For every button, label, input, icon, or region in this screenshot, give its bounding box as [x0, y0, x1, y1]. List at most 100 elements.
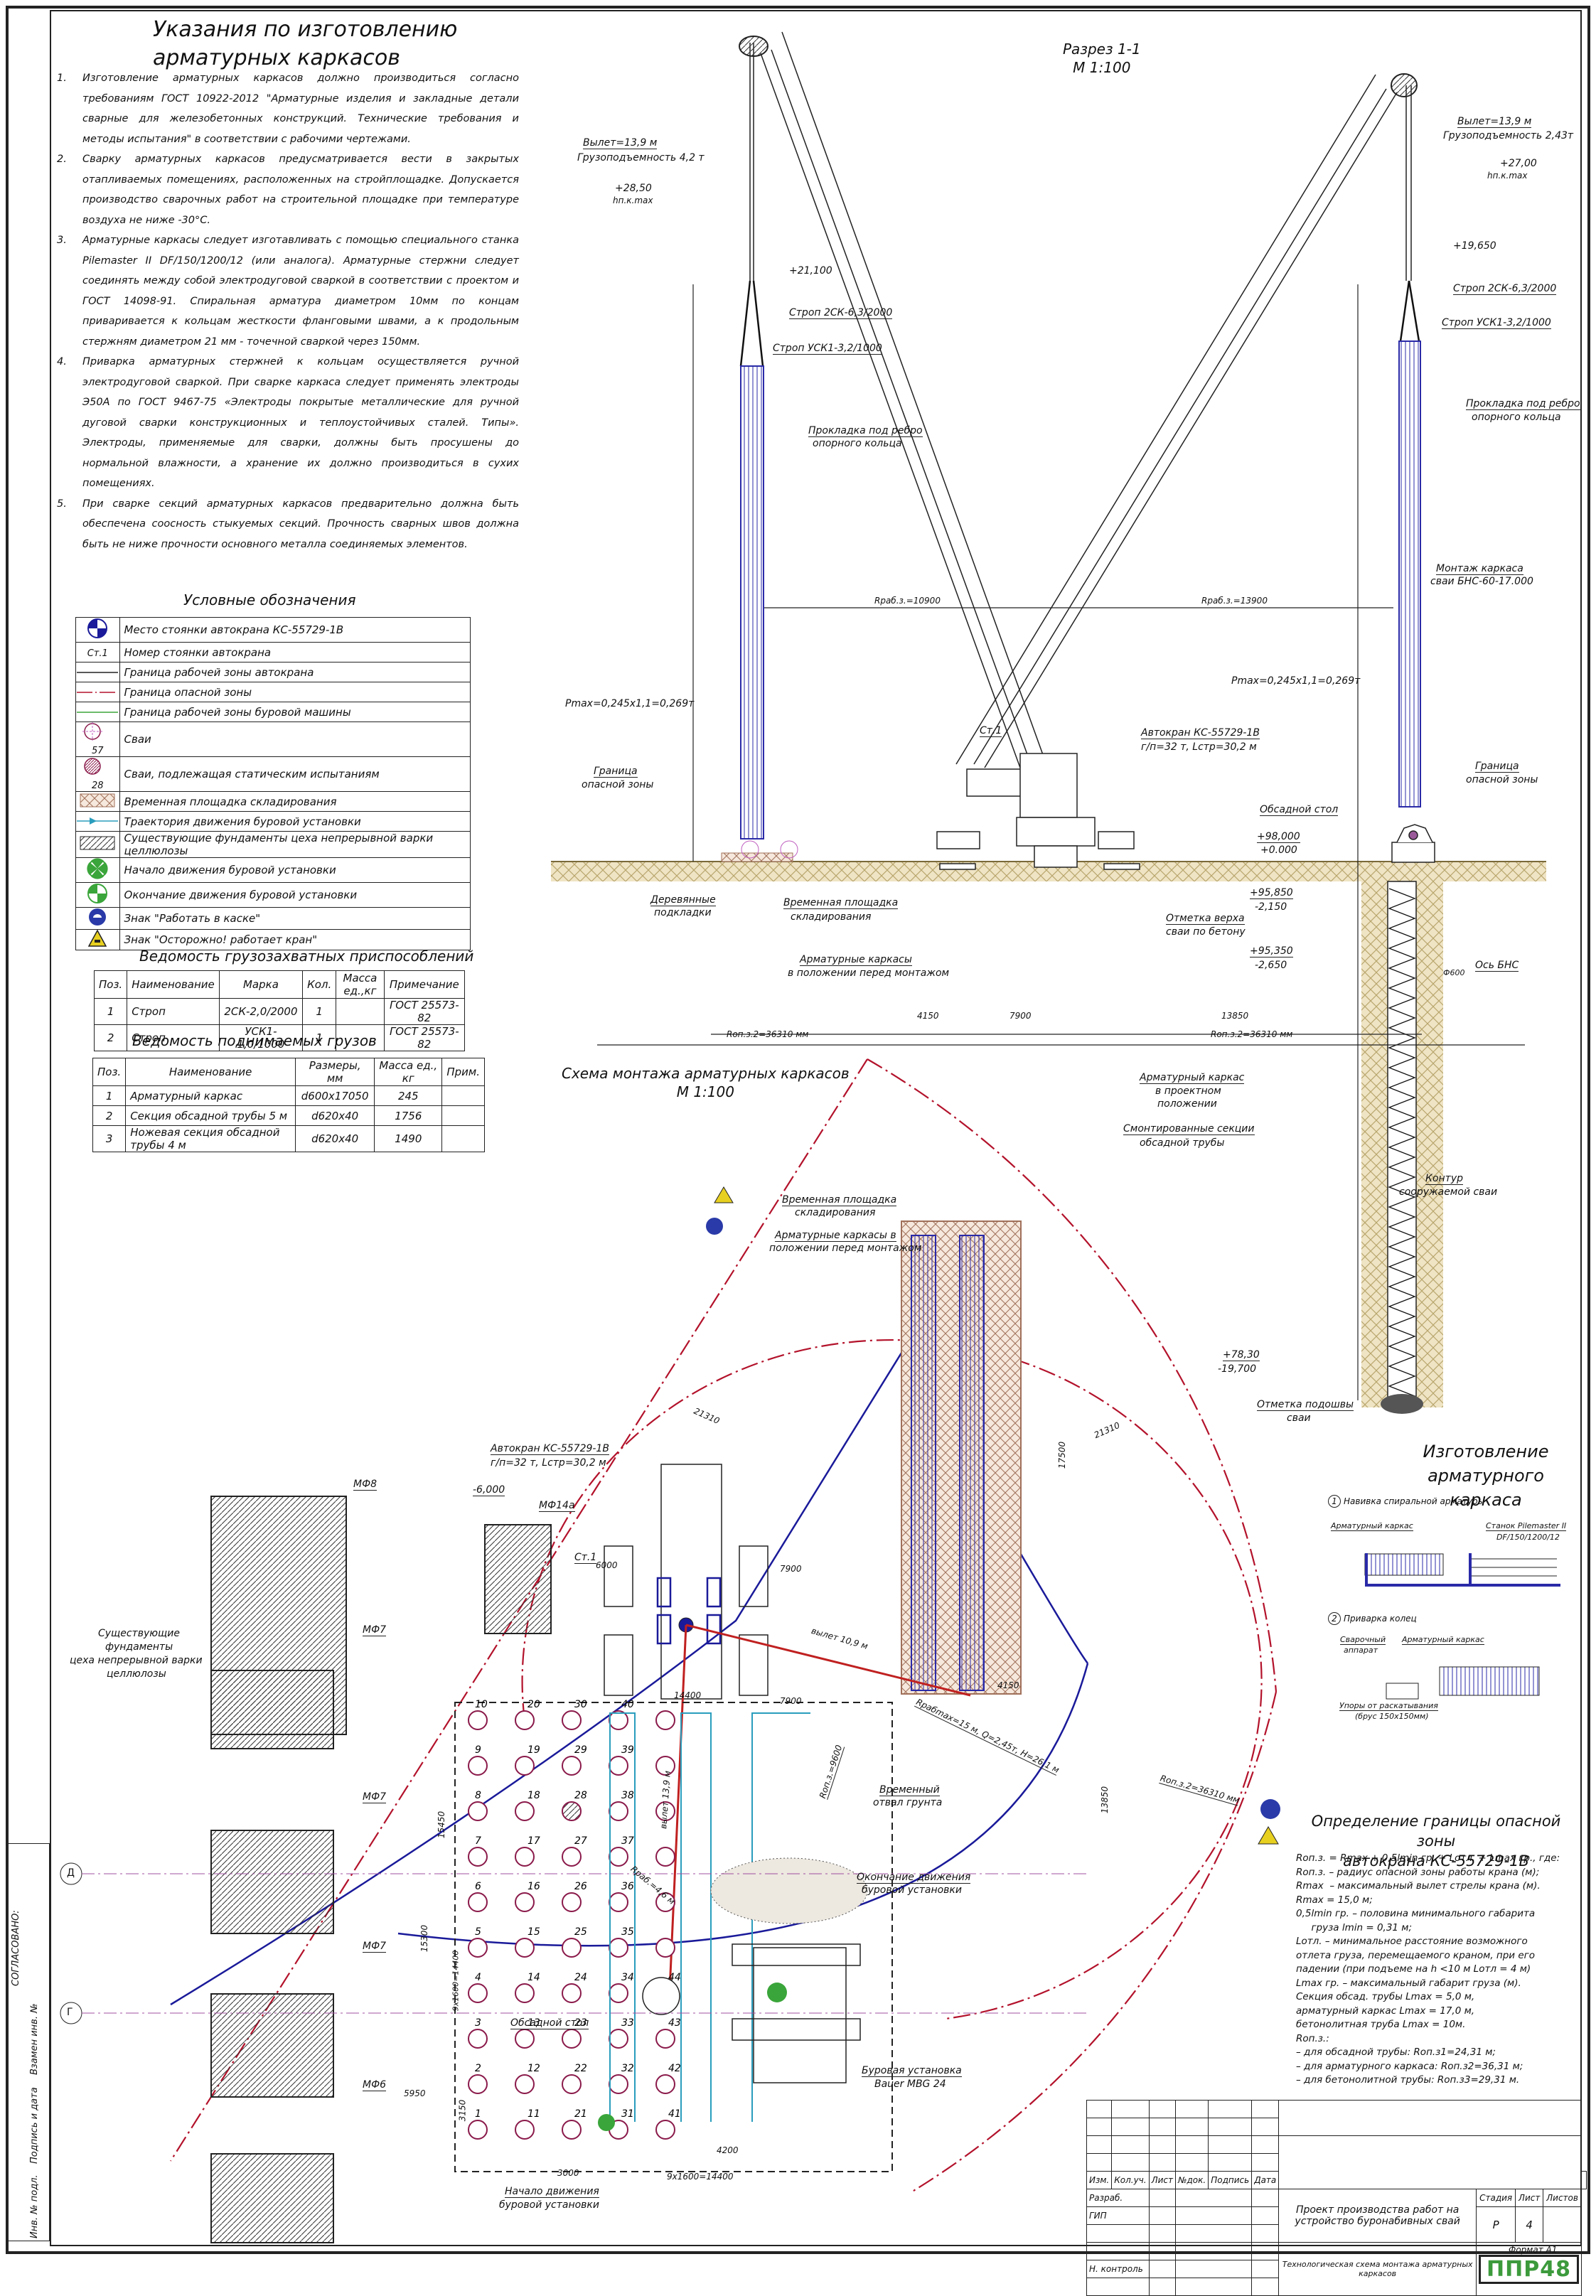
- fab-cage-label: Арматурный каркас: [1331, 1521, 1413, 1531]
- contour-label: Контур: [1425, 1173, 1463, 1185]
- stamp-header-cell: Лист: [1148, 2171, 1177, 2189]
- instruction-number: 5.: [57, 498, 67, 510]
- fabrication-step1-drawing: [1364, 1553, 1560, 1587]
- table-cell: Строп: [127, 1024, 220, 1051]
- pile: [609, 2029, 628, 2049]
- dim-6000: 6000: [596, 1560, 618, 1570]
- instruction-item: 3.Арматурные каркасы следует изготавлива…: [57, 230, 519, 352]
- project-name: Проект производства работ на устройство …: [1278, 2189, 1477, 2243]
- section-title: Разрез 1-1 М 1:100: [1063, 41, 1141, 76]
- role-gip: ГИП: [1086, 2206, 1150, 2225]
- pile-field-boundary: [454, 1702, 893, 2172]
- crane-warning-sign-icon: [88, 930, 107, 947]
- sheet-header: Лист: [1515, 2189, 1544, 2207]
- drill-end-marker: [767, 1983, 787, 2002]
- drawing-frame: [6, 6, 1590, 2254]
- agreed-label: СОГЛАСОВАНО:: [11, 1910, 21, 1986]
- fab-machine-label: Станок Pilemaster II: [1486, 1521, 1567, 1531]
- pile: [562, 2029, 582, 2049]
- step2-number-icon: 2: [1328, 1612, 1341, 1625]
- pile-number: 27: [574, 1835, 587, 1847]
- legend-label: Номер стоянки автокрана: [119, 642, 471, 662]
- pile: [468, 2029, 488, 2049]
- fab-machine-label-2: DF/150/1200/12: [1496, 1533, 1560, 1542]
- helmet-sign-danger: [1260, 1799, 1280, 1819]
- pile-number: 35: [621, 1926, 634, 1938]
- plan-storage-label-2: складирования: [795, 1207, 876, 1218]
- formula-line: – для обсадной трубы: Rоп.з1=24,31 м;: [1296, 2046, 1496, 2058]
- danger-label-right: Граница: [1475, 761, 1519, 773]
- pile: [655, 1756, 675, 1776]
- pile-number: 17: [527, 1835, 540, 1847]
- danger-zone-formula: Rоп.з. = Rmax + 0,5lmin гр. + Lотл. + Lm…: [1296, 1852, 1560, 2088]
- table-cell: 1490: [374, 1125, 443, 1152]
- pile: [655, 2029, 675, 2049]
- dim-9x1600-vert: 9x1600=14400: [451, 1950, 461, 2012]
- elev-m265: -2,650: [1255, 960, 1287, 971]
- step1-number-icon: 1: [1328, 1495, 1341, 1508]
- instruction-item: 2.Сварку арматурных каркасов предусматри…: [57, 149, 519, 230]
- foundation-mf8: МФ8: [353, 1479, 377, 1491]
- instructions-title: Указания по изготовлению арматурных карк…: [153, 17, 458, 70]
- pile-number: 41: [668, 2108, 681, 2120]
- pile: [655, 1847, 675, 1867]
- spoil-label-2: отвал грунта: [873, 1797, 943, 1808]
- bottom-label: Отметка подошвы: [1257, 1399, 1354, 1411]
- contour-label-2: сооружаемой сваи: [1399, 1186, 1498, 1198]
- instruction-text: Изготовление арматурных каркасов должно …: [82, 73, 519, 145]
- crane-body-section: [936, 753, 1140, 870]
- dim-17500: 17500: [1057, 1441, 1068, 1469]
- table-cell: [441, 1105, 485, 1126]
- cage-end-right-section: [780, 840, 798, 859]
- legend-row: Место стоянки автокрана КС-55729-1В: [75, 617, 471, 643]
- helmet-sign-icon: [88, 908, 107, 926]
- pile-number: 8: [475, 1790, 481, 1801]
- pile: [468, 1938, 488, 1958]
- mount-label-2: сваи БНС-60-17.000: [1430, 576, 1533, 587]
- drill-rig-label-2: Bauer MBG 24: [874, 2078, 946, 2090]
- sling2-label-left: Строп УСК1-3,2/1000: [773, 343, 882, 355]
- table-cell: 2: [92, 1105, 127, 1126]
- stamp-header-cell: №док.: [1175, 2171, 1209, 2189]
- plan-storage-label: Временная площадка: [782, 1194, 897, 1206]
- instruction-text: Арматурные каркасы следует изготавливать…: [82, 235, 519, 348]
- foundation-hatch-icon: [80, 836, 115, 850]
- pile: [468, 1892, 488, 1912]
- replace-inv-label: Взамен инв. №: [29, 2003, 40, 2075]
- drill-start-marker: [598, 2114, 615, 2131]
- trajectory-arrow-icon: [77, 817, 119, 825]
- pile-grid: 1098765432120191817161514131211302928272…: [468, 1699, 681, 2140]
- pile: [515, 2029, 535, 2049]
- pile-number: 12: [527, 2063, 540, 2074]
- existing-label-4: целлюлозы: [107, 1668, 166, 1680]
- stamp-header-cell: Кол.уч.: [1111, 2171, 1150, 2189]
- pile: [562, 2074, 582, 2094]
- cages-label-section: Арматурные каркасы: [800, 954, 912, 966]
- left-hmax-label: hп.к.max: [613, 195, 653, 205]
- legend-label: Сваи, подлежащая статическим испытаниям: [119, 756, 471, 792]
- test-pile-icon: [77, 757, 118, 776]
- pad-label-right-2: опорного кольца: [1472, 412, 1561, 423]
- casing-table-section: [1391, 824, 1435, 863]
- dim-4150-plan: 4150: [997, 1680, 1019, 1690]
- sheets-header: Листов: [1543, 2189, 1582, 2207]
- pile-number: 4: [475, 1972, 481, 1983]
- pile-number: 18: [527, 1790, 540, 1801]
- reach-lines: [668, 1624, 971, 1991]
- pile: [515, 1847, 535, 1867]
- stamp-header-cell: Изм.: [1086, 2171, 1113, 2189]
- pmax-left: Pmax=0,245x1,1=0,269т: [565, 698, 695, 709]
- casing-table-label: Обсадной стол: [1260, 804, 1339, 816]
- fab-stops-label-2: (брус 150x150мм): [1355, 1712, 1429, 1721]
- foundation-mf7-b: МФ7: [363, 1791, 387, 1803]
- pile: [562, 1847, 582, 1867]
- pile-number: 31: [621, 2108, 634, 2120]
- plan-station-label: Ст.1: [574, 1552, 597, 1564]
- pile-number: 33: [621, 2017, 634, 2029]
- pile-number: 23: [574, 2017, 587, 2029]
- storage-area-plan: [901, 1221, 1022, 1695]
- stage-value: Р: [1476, 2206, 1516, 2243]
- table-cell: [336, 1024, 385, 1051]
